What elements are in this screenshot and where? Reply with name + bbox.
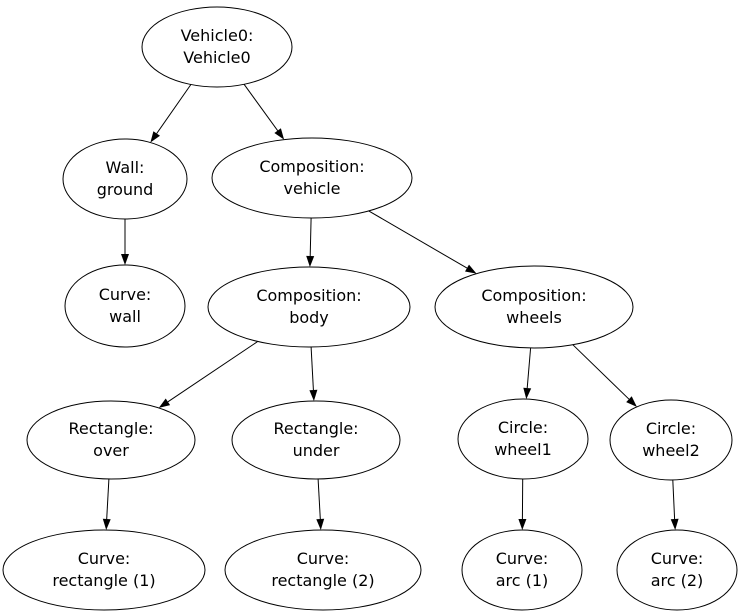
node-rect_under: Rectangle: under — [231, 400, 401, 480]
node-label-line: Rectangle: — [68, 419, 153, 438]
edge-wall_ground-curve_wall — [121, 219, 129, 265]
node-ellipse — [2, 529, 206, 611]
node-label-line: Circle: — [498, 418, 548, 437]
node-label-line: ground — [97, 180, 154, 199]
node-curve_wall: Curve: wall — [64, 264, 186, 348]
edge-comp_wheels-circle_wheel2 — [572, 344, 637, 407]
arrowhead-icon — [626, 396, 637, 407]
node-label-line: Curve: — [297, 549, 350, 568]
node-ellipse — [434, 265, 634, 349]
node-ellipse — [609, 399, 733, 481]
node-circle_wheel1: Circle: wheel1 — [457, 398, 589, 480]
node-label-line: wheel2 — [642, 441, 700, 460]
arrowhead-icon — [316, 518, 325, 530]
edge-line — [368, 210, 468, 269]
arrowhead-icon — [306, 255, 315, 267]
node-label-line: vehicle — [284, 179, 341, 198]
arrowhead-icon — [150, 131, 160, 143]
node-label-line: Composition: — [259, 157, 364, 176]
node-label-line: Rectangle: — [273, 419, 358, 438]
arrowhead-icon — [121, 254, 129, 265]
edge-circle_wheel1-curve_arc1 — [518, 478, 527, 530]
node-label-line: Composition: — [256, 286, 361, 305]
node-label-line: Vehicle0: — [181, 26, 254, 45]
node-label-line: Composition: — [481, 286, 586, 305]
node-label-line: Curve: — [496, 549, 549, 568]
node-ellipse — [211, 137, 413, 219]
node-label-line: wall — [109, 307, 141, 326]
node-ellipse — [207, 266, 411, 348]
node-wall_ground: Wall: ground — [62, 138, 188, 220]
edge-comp_body-rect_under — [309, 346, 318, 401]
node-ellipse — [231, 400, 401, 480]
edge-vehicle0-comp_vehicle — [243, 84, 285, 140]
node-comp_vehicle: Composition: vehicle — [211, 137, 413, 219]
arrowhead-icon — [274, 128, 285, 140]
edge-line — [526, 347, 532, 389]
node-label-line: Curve: — [651, 549, 704, 568]
edge-rect_under-curve_rect2 — [316, 478, 325, 530]
edge-circle_wheel2-curve_arc2 — [670, 479, 679, 530]
edge-comp_vehicle-comp_wheels — [368, 210, 477, 274]
edge-line — [243, 84, 279, 131]
node-curve_arc2: Curve: arc (2) — [616, 529, 738, 611]
node-curve_arc1: Curve: arc (1) — [461, 529, 583, 611]
node-label-line: Wall: — [106, 158, 145, 177]
node-ellipse — [62, 138, 188, 220]
edge-comp_vehicle-comp_body — [306, 217, 315, 267]
node-ellipse — [224, 529, 422, 611]
node-ellipse — [26, 400, 196, 480]
arrowhead-icon — [465, 264, 477, 274]
node-label-line: under — [293, 441, 340, 460]
arrowhead-icon — [158, 398, 171, 408]
arrowhead-icon — [670, 518, 679, 530]
edge-vehicle0-wall_ground — [150, 84, 192, 143]
edge-line — [156, 84, 192, 134]
edge-line — [167, 341, 258, 403]
node-circle_wheel2: Circle: wheel2 — [609, 399, 733, 481]
edge-comp_body-rect_over — [158, 341, 258, 408]
node-ellipse — [616, 529, 738, 611]
edge-comp_wheels-circle_wheel1 — [523, 347, 532, 400]
arrowhead-icon — [102, 518, 111, 530]
node-ellipse — [461, 529, 583, 611]
arrowhead-icon — [309, 389, 318, 401]
edge-rect_over-curve_rect1 — [102, 478, 111, 530]
node-curve_rect1: Curve: rectangle (1) — [2, 529, 206, 611]
node-label-line: wheel1 — [494, 440, 552, 459]
node-comp_wheels: Composition: wheels — [434, 265, 634, 349]
edge-line — [317, 478, 321, 520]
node-label-line: body — [289, 308, 329, 327]
node-label-line: Vehicle0 — [183, 48, 250, 67]
node-ellipse — [141, 6, 293, 88]
node-label-line: wheels — [506, 308, 562, 327]
node-label-line: over — [93, 441, 129, 460]
arrowhead-icon — [518, 519, 527, 530]
node-label-line: Circle: — [646, 419, 696, 438]
node-ellipse — [457, 398, 589, 480]
edge-line — [672, 479, 676, 520]
node-rect_over: Rectangle: over — [26, 400, 196, 480]
node-label-line: arc (1) — [496, 571, 549, 590]
node-ellipse — [64, 264, 186, 348]
node-curve_rect2: Curve: rectangle (2) — [224, 529, 422, 611]
node-label-line: Curve: — [78, 549, 131, 568]
node-label-line: rectangle (2) — [271, 571, 374, 590]
edge-line — [309, 217, 312, 257]
edge-line — [310, 346, 314, 391]
node-vehicle0: Vehicle0: Vehicle0 — [141, 6, 293, 88]
arrowhead-icon — [523, 387, 532, 400]
node-label-line: Curve: — [99, 285, 152, 304]
node-comp_body: Composition: body — [207, 266, 411, 348]
node-label-line: arc (2) — [651, 571, 704, 590]
edge-line — [572, 344, 630, 400]
edge-line — [106, 478, 110, 520]
node-label-line: rectangle (1) — [52, 571, 155, 590]
